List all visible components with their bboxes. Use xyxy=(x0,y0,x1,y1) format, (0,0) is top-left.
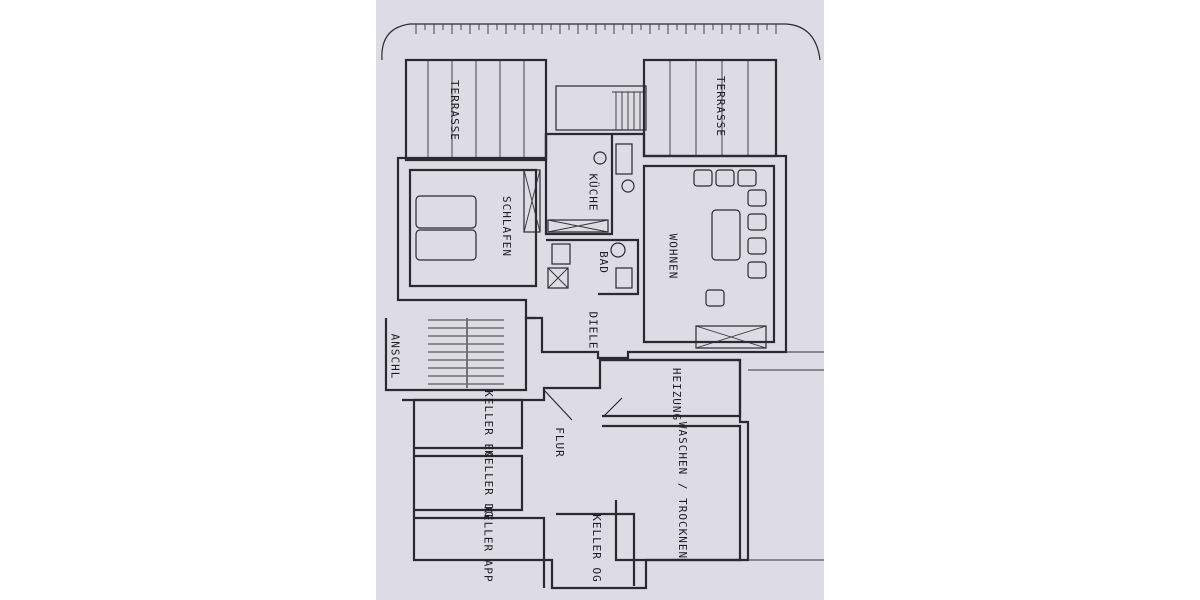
wohnen-wall xyxy=(642,164,776,344)
room-label-anschl: ANSCHL xyxy=(388,333,402,380)
kitchen-wall xyxy=(544,134,614,236)
wohnen-table xyxy=(711,209,741,261)
bath-wall xyxy=(546,238,640,296)
terrasse-slats xyxy=(427,60,749,160)
room-label-bad: BAD xyxy=(596,251,610,274)
basement-outer-wall xyxy=(402,358,750,590)
room-label-kueche: KÜCHE xyxy=(586,173,600,212)
boundary-ticks xyxy=(415,24,777,34)
schlafen-inner-wall xyxy=(408,168,538,288)
room-label-waschen: WASCHEN / TROCKNEN xyxy=(676,421,690,560)
heizung-wall xyxy=(600,358,742,418)
bed-left xyxy=(415,195,477,229)
stairwell-wall xyxy=(384,316,536,392)
room-label-keller-eg: KELLER EG xyxy=(481,390,495,459)
room-label-flur: FLUR xyxy=(552,427,566,458)
stair-upper xyxy=(555,85,647,131)
room-label-keller-app: KELLER APP xyxy=(481,506,495,583)
floor-plan-sheet: TERRASSE TERRASSE SCHLAFEN KÜCHE BAD WOH… xyxy=(376,0,824,600)
room-label-heizung: HEIZUNG xyxy=(670,367,684,422)
right-boundary xyxy=(748,351,824,561)
wardrobe xyxy=(523,169,541,233)
wohnen-seating xyxy=(693,169,767,307)
room-label-diele: DIELE xyxy=(586,311,600,350)
seat xyxy=(705,289,725,307)
waschen-wall xyxy=(602,424,742,562)
wohnen-cabinet xyxy=(695,325,767,349)
seat xyxy=(737,169,757,187)
flur-door-swing xyxy=(543,389,623,421)
kitchen-cabinet xyxy=(547,219,609,233)
keller-og-wall xyxy=(556,512,636,586)
room-label-schlafen: SCHLAFEN xyxy=(499,196,513,257)
floor-plan-drawing xyxy=(381,23,824,590)
keller-app-wall xyxy=(414,516,546,588)
terrasse-right-outline xyxy=(642,58,778,158)
seat xyxy=(747,261,767,279)
garden-boundary-arc xyxy=(381,23,821,61)
room-label-terrasse-left: TERRASSE xyxy=(447,80,461,141)
seat xyxy=(747,189,767,207)
keller-eg-wall xyxy=(414,398,524,450)
seat xyxy=(747,213,767,231)
bath-tub xyxy=(551,243,571,265)
room-label-wohnen: WOHNEN xyxy=(666,233,680,280)
keller-dg-wall xyxy=(414,454,524,512)
room-label-keller-og: KELLER OG xyxy=(589,514,603,583)
room-label-terrasse-right: TERRASSE xyxy=(713,76,727,137)
seat xyxy=(747,237,767,255)
seat xyxy=(715,169,735,187)
stairwell-steps xyxy=(428,318,504,388)
bed-right xyxy=(415,229,477,261)
seat xyxy=(693,169,713,187)
